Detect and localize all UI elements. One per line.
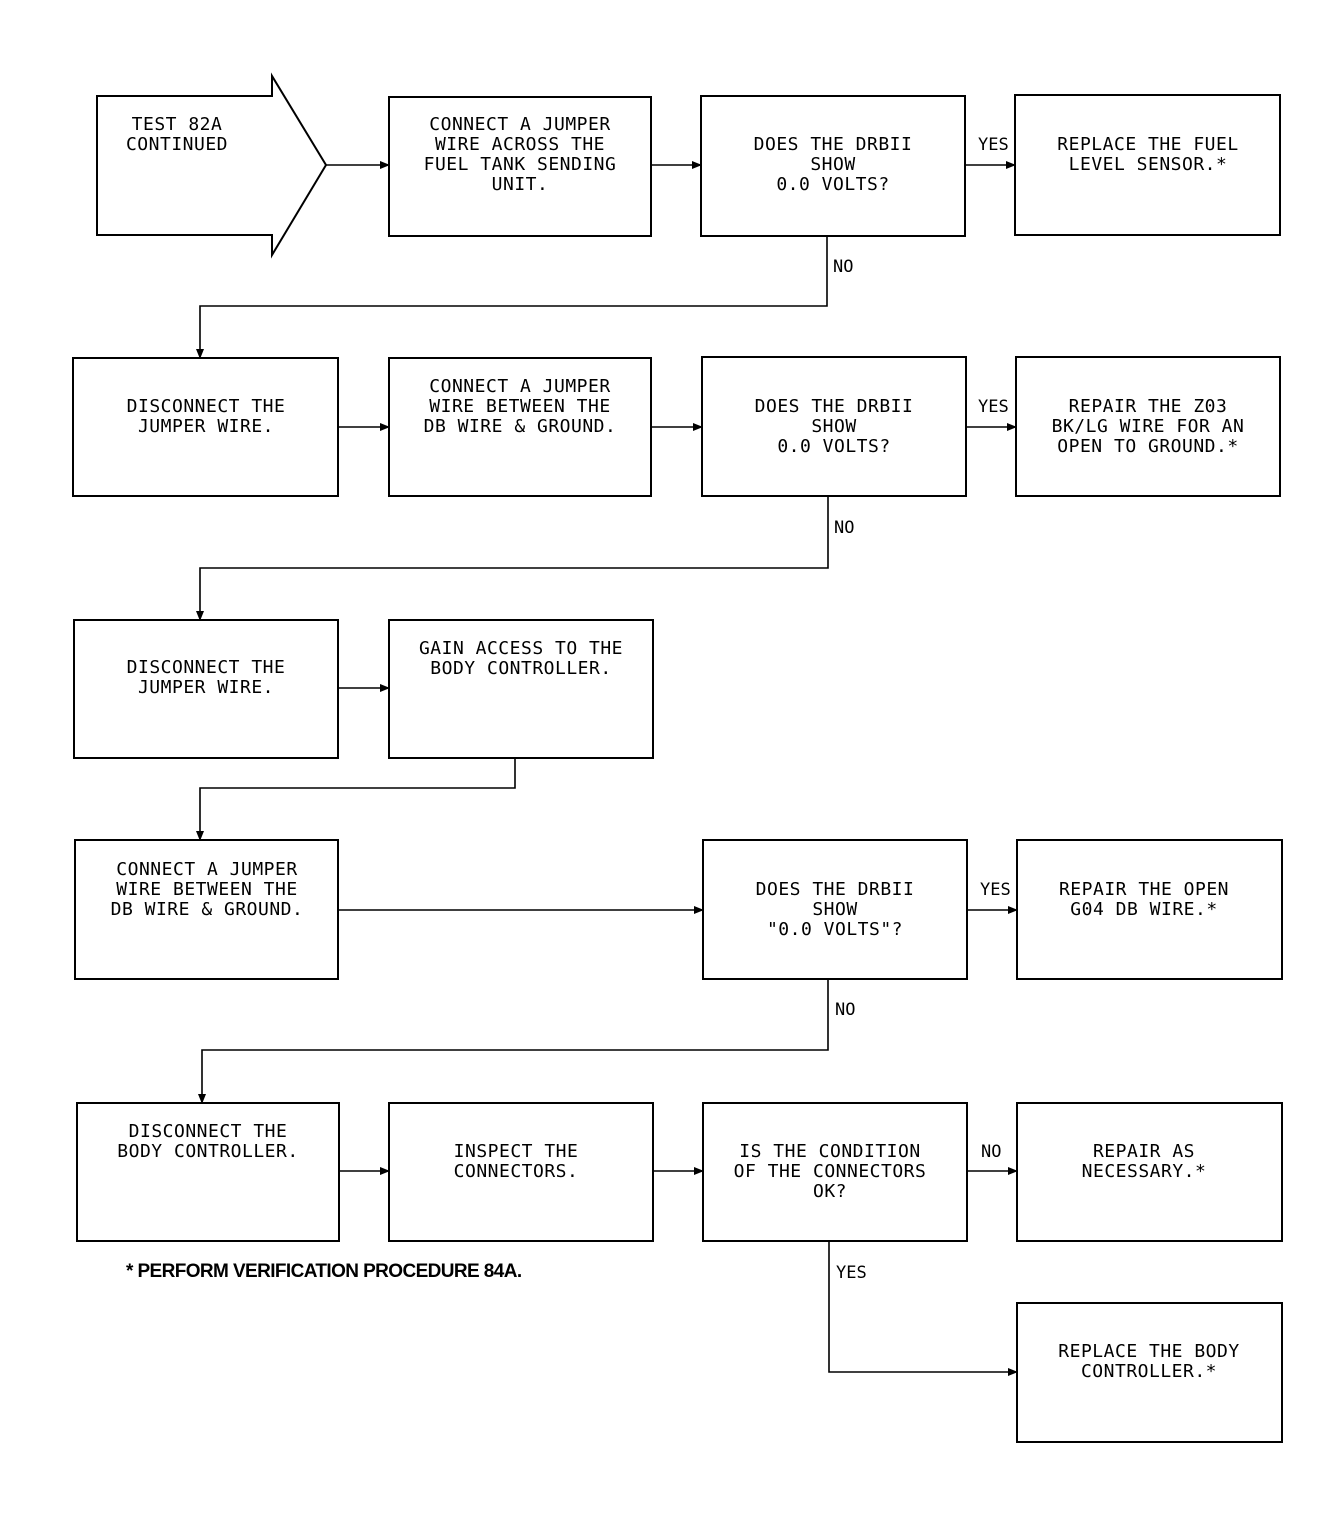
box-gain-access-body-controller [388,619,654,759]
box-text-line: DB WIRE & GROUND. [424,416,617,437]
box-text-line: CONNECT A JUMPER [429,114,610,135]
arrow-decision4-yes [828,1241,1018,1376]
box-text-line: CONTROLLER.* [1081,1361,1217,1382]
label-yes-1: YES [978,135,1009,155]
box-text-line: OF THE CONNECTORS [734,1161,927,1182]
box-text-line: NECESSARY.* [1082,1161,1207,1182]
box-text-line: REPAIR THE Z03 [1069,396,1228,417]
label-yes-5: YES [836,1263,867,1283]
box-text-line: DISCONNECT THE [129,1121,288,1142]
box-text-line: FUEL TANK SENDING [424,154,617,175]
box-disconnect-jumper-2 [73,619,339,759]
box-inspect-connectors [388,1102,654,1242]
box-text-line: WIRE BETWEEN THE [429,396,610,417]
box-text-line: BK/LG WIRE FOR AN [1052,416,1245,437]
box-text-line: JUMPER WIRE. [138,677,274,698]
box-connect-jumper-db-ground-2 [74,839,339,980]
footnote-verification: * PERFORM VERIFICATION PROCEDURE 84A. [126,1261,522,1282]
box-text-line: G04 DB WIRE.* [1070,899,1217,920]
box-text-line: GAIN ACCESS TO THE [419,638,623,659]
box-replace-body-controller [1016,1302,1283,1443]
box-text-line: REPAIR THE OPEN [1059,879,1229,900]
decision-drbii-0v-1 [700,95,966,237]
box-text-line: REPAIR AS [1093,1141,1195,1162]
box-text-line: DOES THE DRBII [754,134,913,155]
box-repair-as-necessary [1016,1102,1283,1242]
arrow-decision3-no [198,979,829,1104]
box-text-line: UNIT. [492,174,549,195]
box-disconnect-jumper-1 [72,357,339,497]
box-repair-z03-wire [1015,356,1281,497]
label-no-2: NO [834,518,854,538]
box-text-line: 0.0 VOLTS? [777,436,890,457]
arrow-decision2-no [196,496,829,621]
box-text-line: WIRE BETWEEN THE [116,879,297,900]
box-text-line: DB WIRE & GROUND. [111,899,304,920]
label-no-4: NO [835,1000,855,1020]
box-text-line: CONNECT A JUMPER [116,859,297,880]
box-text-line: DOES THE DRBII [756,879,915,900]
box-text-line: OPEN TO GROUND.* [1057,436,1238,457]
box-text-line: CONNECT A JUMPER [429,376,610,397]
box-text-line: IS THE CONDITION [739,1141,920,1162]
box-text-line: BODY CONTROLLER. [430,658,611,679]
box-text-line: "0.0 VOLTS"? [767,919,903,940]
box-text-line: BODY CONTROLLER. [117,1141,298,1162]
box-text-line: WIRE ACROSS THE [435,134,605,155]
box-text-line: OK? [813,1181,847,1202]
decision-drbii-0v-2 [701,356,967,497]
box-text-line: INSPECT THE [454,1141,579,1162]
box-text-line: CONNECTORS. [454,1161,579,1182]
box-repair-g04-db-wire [1016,839,1283,980]
box-text-line: SHOW [812,899,857,920]
box-text-line: REPLACE THE FUEL [1057,134,1238,155]
box-connect-jumper-across-sending-unit [388,96,652,237]
label-no-5: NO [981,1142,1001,1162]
box-connect-jumper-db-ground-1 [388,357,652,497]
label-yes-4: YES [980,880,1011,900]
arrow-decision1-no [196,236,828,359]
box-text-line: DOES THE DRBII [755,396,914,417]
label-no-1: NO [833,257,853,277]
box-text-line: DISCONNECT THE [127,396,286,417]
box-text-line: CONTINUED [126,134,228,155]
box-text-line: JUMPER WIRE. [138,416,274,437]
box-text-line: REPLACE THE BODY [1058,1341,1239,1362]
label-yes-2: YES [978,397,1009,417]
box-replace-fuel-level-sensor [1014,94,1281,236]
box-text-line: 0.0 VOLTS? [776,174,889,195]
box-text-line: SHOW [810,154,855,175]
decision-connector-condition [702,1102,968,1242]
arrow-r3-to-r4 [196,758,516,841]
box-text-line: TEST 82A [132,114,223,135]
box-text-line: LEVEL SENSOR.* [1069,154,1228,175]
box-text-line: DISCONNECT THE [127,657,286,678]
box-text-line: SHOW [811,416,856,437]
box-disconnect-body-controller [76,1102,340,1242]
